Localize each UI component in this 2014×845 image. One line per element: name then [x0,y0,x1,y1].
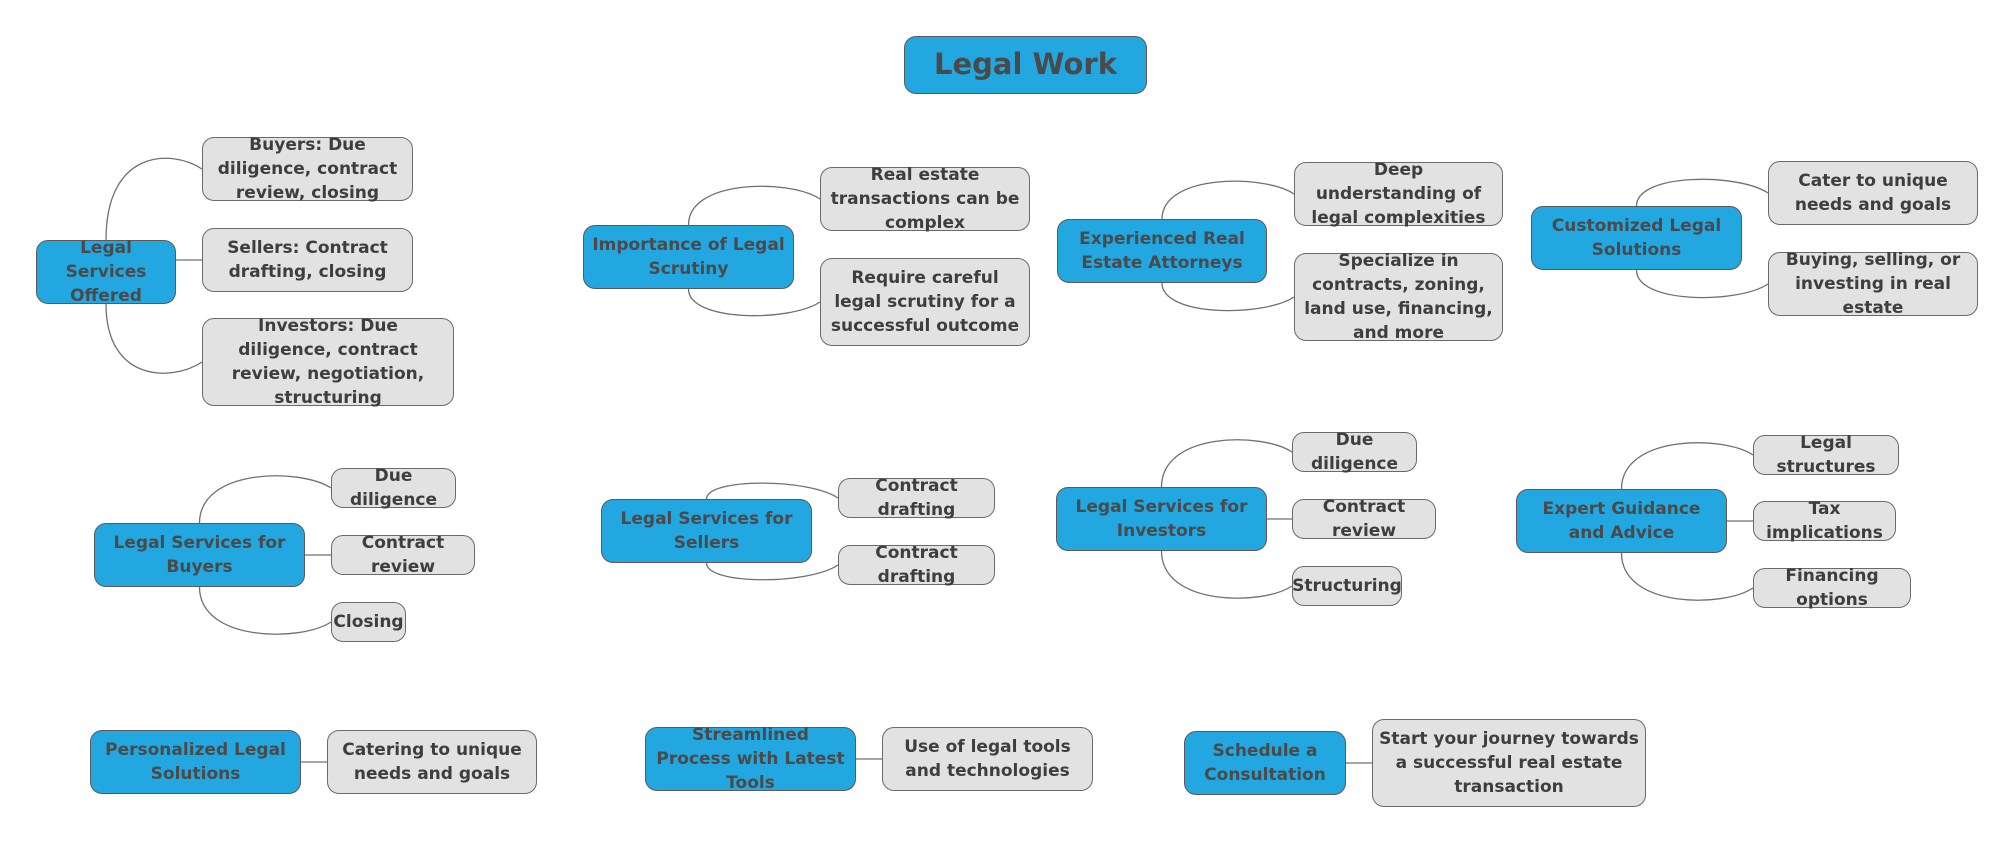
topic-customized-solutions[interactable]: Customized Legal Solutions [1531,206,1742,270]
item-unique-needs[interactable]: Cater to unique needs and goals [1768,161,1978,225]
connector-line [1635,269,1769,299]
connector-line [705,562,839,581]
connector-line [105,303,203,374]
connector-line [1635,178,1769,207]
item-buying-selling-investing[interactable]: Buying, selling, or investing in real es… [1768,250,1978,318]
topic-legal-services-offered[interactable]: Legal Services Offered [36,238,176,306]
item-investors-contract-review[interactable]: Contract review [1292,497,1436,541]
connector-line [705,482,839,500]
item-sellers-services[interactable]: Sellers: Contract drafting, closing [202,228,413,292]
item-financing-options[interactable]: Financing options [1753,566,1911,610]
connector-line [687,288,821,317]
connector-line [198,586,332,635]
connector-line [687,185,821,226]
item-sellers-contract-drafting-2[interactable]: Contract drafting [838,543,995,587]
topic-importance-of-legal-scrutiny[interactable]: Importance of Legal Scrutiny [583,225,794,289]
item-buyers-closing[interactable]: Closing [331,602,406,642]
connector-line [1620,552,1754,601]
item-specialize[interactable]: Specialize in contracts, zoning, land us… [1294,251,1503,343]
item-buyers-services[interactable]: Buyers: Due diligence, contract review, … [202,135,413,203]
item-deep-understanding[interactable]: Deep understanding of legal complexities [1294,160,1503,228]
item-complex-transactions[interactable]: Real estate transactions can be complex [820,165,1030,233]
topic-streamlined-process[interactable]: Streamlined Process with Latest Tools [645,725,856,793]
diagram-title: Legal Work [904,36,1147,94]
item-careful-scrutiny[interactable]: Require careful legal scrutiny for a suc… [820,258,1030,346]
topic-personalized-solutions[interactable]: Personalized Legal Solutions [90,730,301,794]
item-start-journey[interactable]: Start your journey towards a successful … [1372,719,1646,807]
item-legal-structures[interactable]: Legal structures [1753,433,1899,477]
topic-services-for-investors[interactable]: Legal Services for Investors [1056,487,1267,551]
item-buyers-contract-review[interactable]: Contract review [331,533,475,577]
connector-line [1160,550,1293,599]
connector-line [1620,442,1754,490]
connector-line [198,475,332,524]
topic-services-for-buyers[interactable]: Legal Services for Buyers [94,523,305,587]
topic-services-for-sellers[interactable]: Legal Services for Sellers [601,499,812,563]
connector-line [1161,282,1295,312]
item-investors-services[interactable]: Investors: Due diligence, contract revie… [202,316,454,408]
item-investors-structuring[interactable]: Structuring [1292,566,1402,606]
topic-schedule-consultation[interactable]: Schedule a Consultation [1184,731,1346,795]
item-investors-due-diligence[interactable]: Due diligence [1292,430,1417,474]
item-buyers-due-diligence[interactable]: Due diligence [331,466,456,510]
connector-line [1161,180,1295,220]
topic-expert-guidance[interactable]: Expert Guidance and Advice [1516,489,1727,553]
item-sellers-contract-drafting-1[interactable]: Contract drafting [838,476,995,520]
connector-line [1160,439,1293,488]
topic-experienced-attorneys[interactable]: Experienced Real Estate Attorneys [1057,219,1267,283]
item-legal-tools[interactable]: Use of legal tools and technologies [882,727,1093,791]
connector-line [105,157,203,241]
item-tax-implications[interactable]: Tax implications [1753,499,1896,543]
item-catering-unique-needs[interactable]: Catering to unique needs and goals [327,730,537,794]
